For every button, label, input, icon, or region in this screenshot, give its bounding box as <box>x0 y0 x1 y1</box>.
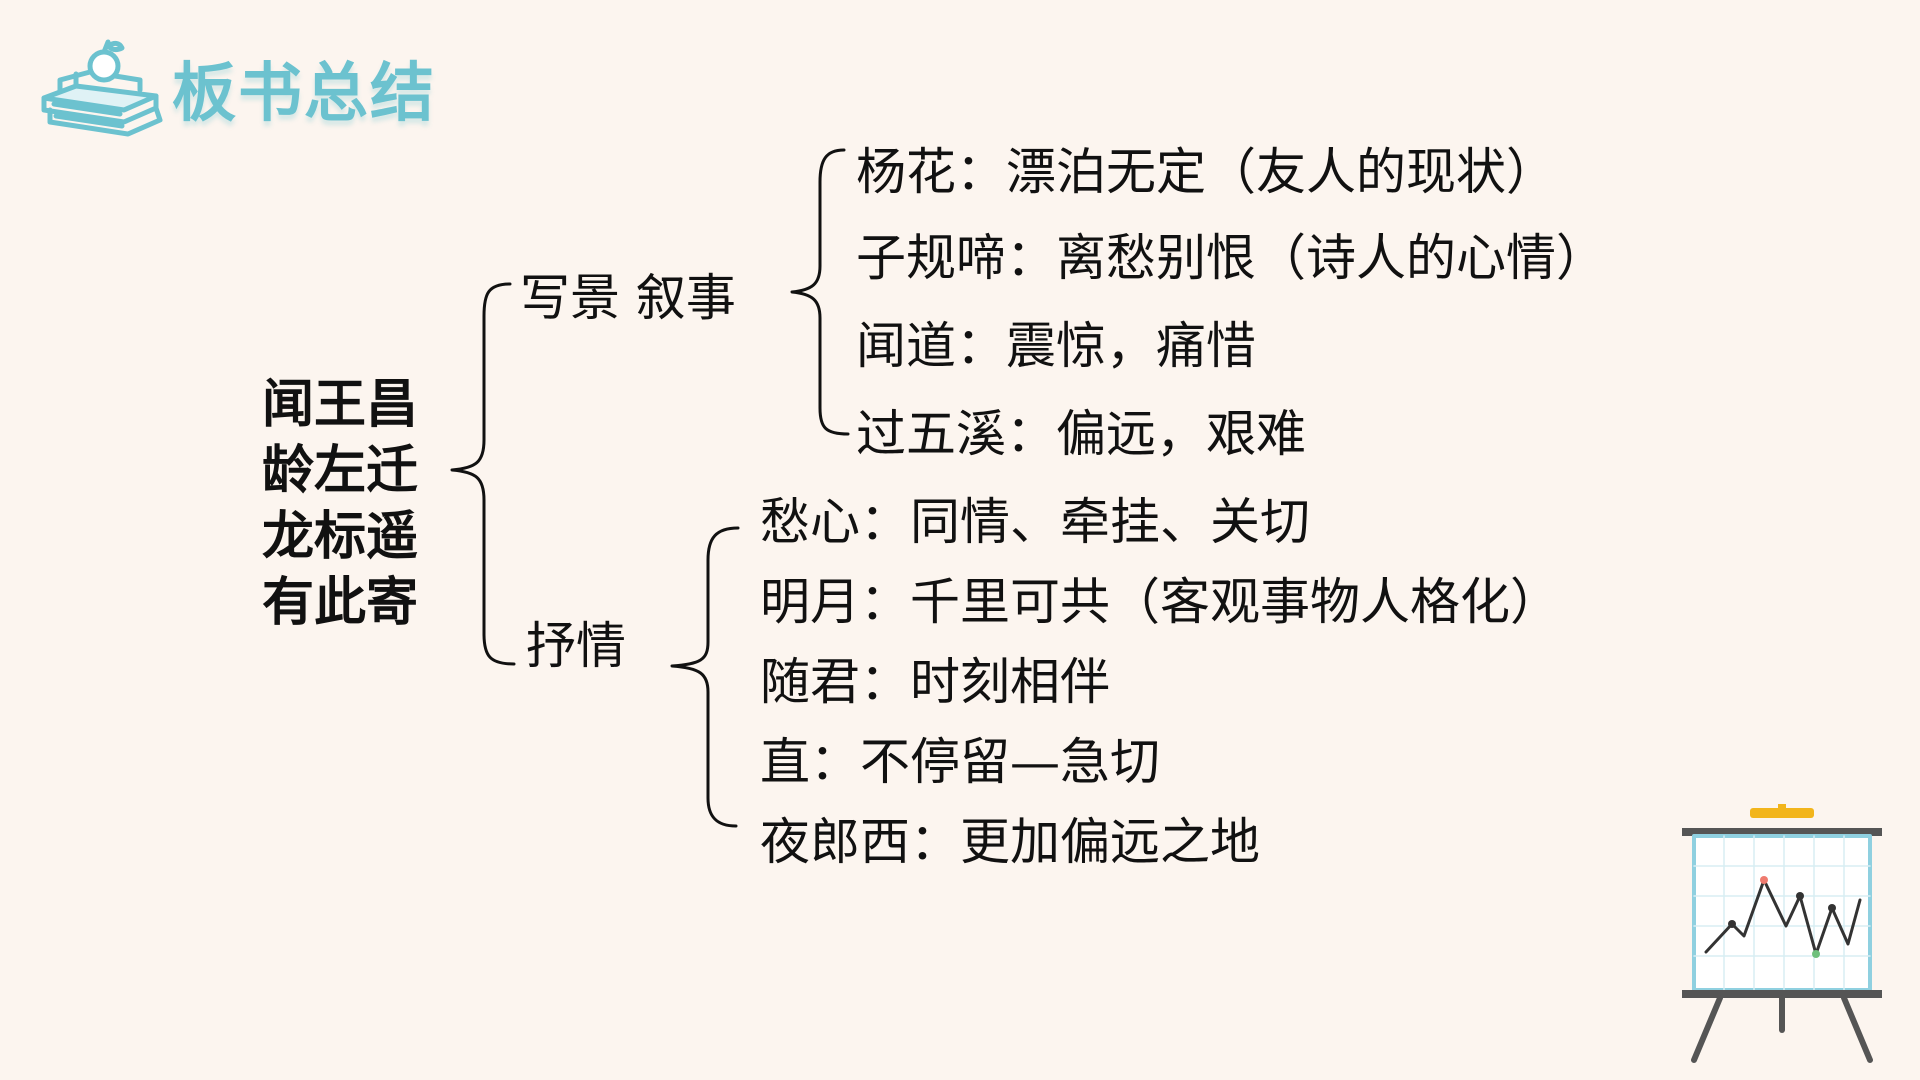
root-line: 龙标遥 <box>262 507 419 567</box>
scene-item: 闻道：震惊，痛惜 <box>856 317 1256 375</box>
book-apple-icon <box>41 39 163 137</box>
emotion-item: 随君：时刻相伴 <box>760 653 1110 711</box>
root-line: 龄左迁 <box>262 441 419 501</box>
root-bracket <box>450 282 516 666</box>
upper-bracket <box>790 148 850 436</box>
branch-label-emotion: 抒情 <box>526 617 626 675</box>
chart-easel-icon <box>1682 804 1882 1063</box>
root-line: 闻王昌 <box>262 375 419 435</box>
emotion-item: 夜郎西：更加偏远之地 <box>760 813 1260 871</box>
root-line: 有此寄 <box>262 573 419 633</box>
lower-bracket <box>670 526 740 828</box>
page-title: 板书总结 <box>172 57 436 131</box>
scene-item: 子规啼：离愁别恨（诗人的心情） <box>856 229 1606 287</box>
page-header: 板书总结 <box>36 36 456 146</box>
scene-item: 杨花：漂泊无定（友人的现状） <box>856 143 1556 201</box>
root-node: 闻王昌 龄左迁 龙标遥 有此寄 <box>262 372 418 636</box>
branch-label-scene: 写景 叙事 <box>520 269 736 327</box>
scene-item: 过五溪：偏远，艰难 <box>856 405 1306 463</box>
emotion-item: 直：不停留—急切 <box>760 733 1160 791</box>
emotion-item: 明月：千里可共（客观事物人格化） <box>760 573 1560 631</box>
emotion-item: 愁心：同情、牵挂、关切 <box>760 493 1310 551</box>
